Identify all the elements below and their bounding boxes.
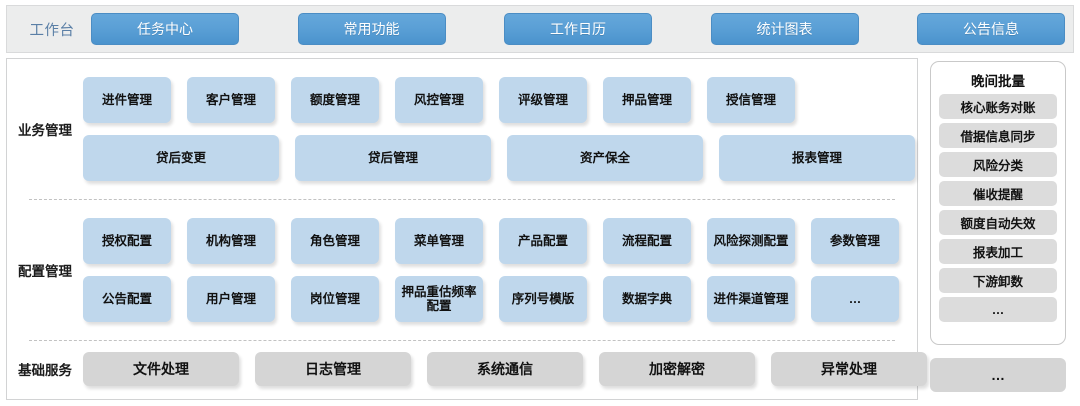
section-body-basic-services: 文件处理 日志管理 系统通信 加密解密 异常处理 — [83, 352, 935, 386]
tile-risk-detection-config[interactable]: 风险探测配置 — [707, 218, 795, 264]
tile-credit-limit-management[interactable]: 额度管理 — [291, 77, 379, 123]
tab-work-calendar[interactable]: 工作日历 — [504, 13, 652, 45]
tile-product-config[interactable]: 产品配置 — [499, 218, 587, 264]
tile-post-loan-change[interactable]: 贷后变更 — [83, 135, 279, 181]
tile-encryption-decryption[interactable]: 加密解密 — [599, 352, 755, 386]
tile-credit-granting-management[interactable]: 授信管理 — [707, 77, 795, 123]
night-batch-title: 晚间批量 — [971, 74, 1025, 89]
configuration-row-2: 公告配置 用户管理 岗位管理 押品重估频率配置 序列号模版 数据字典 进件渠道管… — [83, 276, 909, 322]
configuration-row-1: 授权配置 机构管理 角色管理 菜单管理 产品配置 流程配置 风险探测配置 参数管… — [83, 218, 909, 264]
tile-parameter-management[interactable]: 参数管理 — [811, 218, 899, 264]
basic-services-row-1: 文件处理 日志管理 系统通信 加密解密 异常处理 — [83, 352, 927, 386]
business-row-1: 进件管理 客户管理 额度管理 风控管理 评级管理 押品管理 授信管理 — [83, 77, 915, 123]
tile-system-communication[interactable]: 系统通信 — [427, 352, 583, 386]
section-basic-services: 基础服务 文件处理 日志管理 系统通信 加密解密 异常处理 — [7, 341, 927, 397]
tile-configuration-more[interactable]: … — [811, 276, 899, 322]
tile-collateral-revaluation-frequency-config[interactable]: 押品重估频率配置 — [395, 276, 483, 322]
tile-file-processing[interactable]: 文件处理 — [83, 352, 239, 386]
tile-authorization-config[interactable]: 授权配置 — [83, 218, 171, 264]
tab-statistics-chart[interactable]: 统计图表 — [710, 13, 859, 45]
batch-item-report-processing[interactable]: 报表加工 — [939, 239, 1057, 264]
tile-serial-number-template[interactable]: 序列号模版 — [499, 276, 587, 322]
section-label-basic-services: 基础服务 — [18, 363, 72, 378]
business-row-2: 贷后变更 贷后管理 资产保全 报表管理 — [83, 135, 915, 181]
section-body-configuration: 授权配置 机构管理 角色管理 菜单管理 产品配置 流程配置 风险探测配置 参数管… — [83, 218, 917, 322]
section-label-business: 业务管理 — [18, 123, 72, 138]
tab-announcement[interactable]: 公告信息 — [917, 13, 1065, 45]
top-navigation-bar: 工作台 任务中心 常用功能 工作日历 统计图表 公告信息 — [6, 5, 1074, 53]
tile-customer-management[interactable]: 客户管理 — [187, 77, 275, 123]
section-configuration-management: 配置管理 授权配置 机构管理 角色管理 菜单管理 产品配置 流程配置 风险探测配… — [7, 200, 917, 340]
tile-announcement-config[interactable]: 公告配置 — [83, 276, 171, 322]
batch-item-core-account-reconciliation[interactable]: 核心账务对账 — [939, 94, 1057, 119]
tile-asset-preservation[interactable]: 资产保全 — [507, 135, 703, 181]
tile-incoming-channel-management[interactable]: 进件渠道管理 — [707, 276, 795, 322]
divider-business-config — [29, 199, 895, 200]
tab-common-functions[interactable]: 常用功能 — [297, 13, 446, 45]
workbench-label: 工作台 — [29, 22, 75, 39]
module-map-card: 业务管理 进件管理 客户管理 额度管理 风控管理 评级管理 押品管理 授信管理 … — [6, 58, 927, 400]
batch-item-credit-limit-auto-expiry[interactable]: 额度自动失效 — [939, 210, 1057, 235]
tab-task-center[interactable]: 任务中心 — [91, 13, 239, 45]
tile-collateral-management[interactable]: 押品管理 — [603, 77, 691, 123]
tile-menu-management[interactable]: 菜单管理 — [395, 218, 483, 264]
tile-post-loan-management[interactable]: 贷后管理 — [295, 135, 491, 181]
tile-basic-services-more[interactable]: … — [930, 358, 1066, 392]
batch-item-collection-reminder[interactable]: 催收提醒 — [939, 181, 1057, 206]
divider-config-service — [29, 340, 895, 341]
section-label-configuration: 配置管理 — [18, 264, 72, 279]
tile-position-management[interactable]: 岗位管理 — [291, 276, 379, 322]
section-business-management: 业务管理 进件管理 客户管理 额度管理 风控管理 评级管理 押品管理 授信管理 … — [7, 59, 917, 199]
tile-role-management[interactable]: 角色管理 — [291, 218, 379, 264]
tile-process-config[interactable]: 流程配置 — [603, 218, 691, 264]
tile-organization-management[interactable]: 机构管理 — [187, 218, 275, 264]
tab-list: 任务中心 常用功能 工作日历 统计图表 公告信息 — [91, 13, 1067, 45]
section-body-business: 进件管理 客户管理 额度管理 风控管理 评级管理 押品管理 授信管理 贷后变更 … — [83, 77, 923, 181]
tile-exception-handling[interactable]: 异常处理 — [771, 352, 927, 386]
tile-rating-management[interactable]: 评级管理 — [499, 77, 587, 123]
tile-user-management[interactable]: 用户管理 — [187, 276, 275, 322]
night-batch-panel: 晚间批量 核心账务对账 借据信息同步 风险分类 催收提醒 额度自动失效 报表加工… — [930, 61, 1066, 345]
batch-item-more[interactable]: … — [939, 297, 1057, 322]
batch-item-risk-classification[interactable]: 风险分类 — [939, 152, 1057, 177]
batch-item-downstream-data-unload[interactable]: 下游卸数 — [939, 268, 1057, 293]
tile-log-management[interactable]: 日志管理 — [255, 352, 411, 386]
tile-data-dictionary[interactable]: 数据字典 — [603, 276, 691, 322]
tile-report-management[interactable]: 报表管理 — [719, 135, 915, 181]
tile-risk-control-management[interactable]: 风控管理 — [395, 77, 483, 123]
tile-incoming-management[interactable]: 进件管理 — [83, 77, 171, 123]
batch-item-loan-receipt-sync[interactable]: 借据信息同步 — [939, 123, 1057, 148]
